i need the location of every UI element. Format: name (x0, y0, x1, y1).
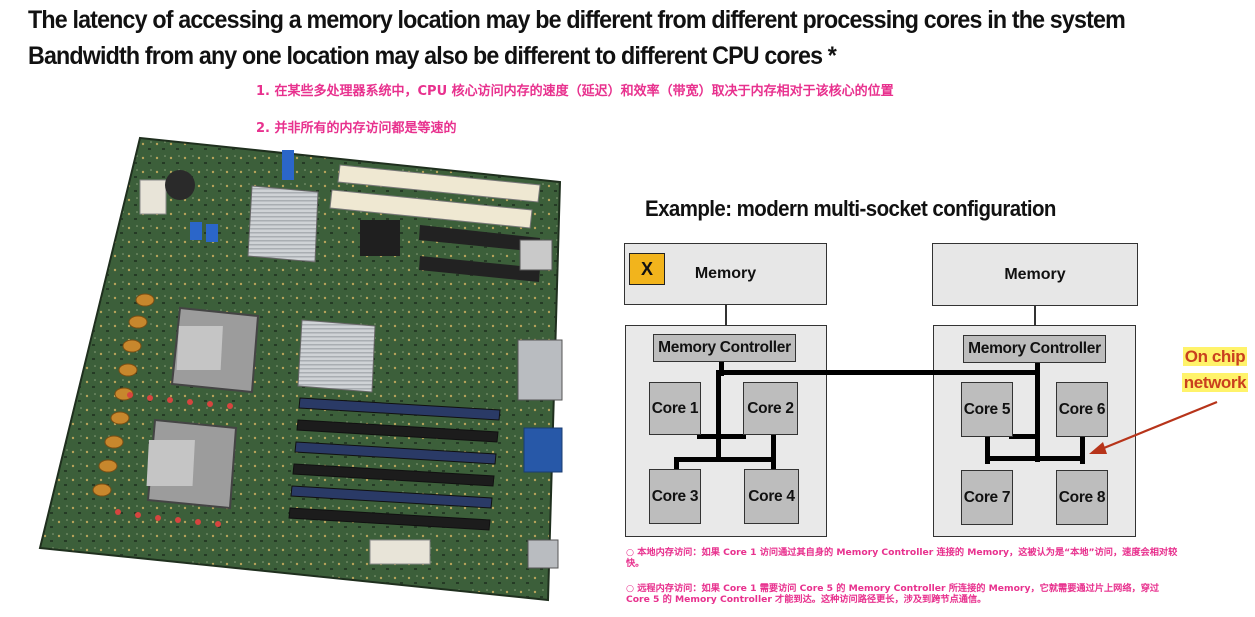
left-mc-label: Memory Controller (658, 339, 791, 356)
motherboard-photo (38, 136, 563, 602)
left-network-vertical (716, 370, 721, 462)
core-1: Core 1 (649, 382, 701, 435)
on-chip-network-callout: On chip network (1178, 344, 1252, 396)
core-6: Core 6 (1056, 382, 1108, 437)
callout-line-2: network (1181, 373, 1249, 392)
right-network-vertical (1035, 370, 1040, 462)
core-2-label: Core 2 (747, 399, 794, 417)
right-mc-label: Memory Controller (968, 340, 1101, 357)
on-chip-network-cross-link (719, 370, 1040, 375)
right-core5-link (985, 434, 990, 464)
right-network-horizontal (985, 456, 1085, 461)
note-1: 1. 在某些多处理器系统中，CPU 核心访问内存的速度（延迟）和效率（带宽）取决… (256, 84, 894, 99)
left-core2-link (716, 434, 746, 439)
left-core3-link (674, 457, 679, 469)
left-core1-link (697, 434, 721, 439)
core-3-label: Core 3 (651, 487, 699, 505)
x-marker: X (629, 253, 665, 285)
title-line-1: The latency of accessing a memory locati… (28, 6, 1126, 34)
core-6-label: Core 6 (1058, 400, 1106, 418)
core-7-label: Core 7 (963, 488, 1011, 506)
left-network-horizontal (674, 457, 776, 462)
right-memory-link (1034, 306, 1036, 326)
right-memory-label: Memory (1004, 265, 1066, 283)
core-4-label: Core 4 (748, 487, 795, 505)
note-2: 2. 并非所有的内存访问都是等速的 (256, 121, 457, 136)
title-line-2: Bandwidth from any one location may also… (28, 42, 837, 70)
callout-line-1: On chip (1182, 347, 1248, 366)
right-core5-stub (1009, 434, 1039, 439)
left-core4-link (771, 434, 776, 469)
core-5-label: Core 5 (963, 400, 1011, 418)
bottom-note-local: ○ 本地内存访问：如果 Core 1 访问通过其自身的 Memory Contr… (626, 547, 1178, 569)
core-8: Core 8 (1056, 470, 1108, 525)
right-mc-stem (1035, 362, 1040, 376)
right-memory-controller: Memory Controller (963, 335, 1106, 363)
core-1-label: Core 1 (651, 399, 699, 417)
core-8-label: Core 8 (1058, 488, 1106, 506)
core-4: Core 4 (744, 469, 799, 524)
left-memory-label: Memory (694, 265, 757, 282)
bottom-note-remote: ○ 远程内存访问：如果 Core 1 需要访问 Core 5 的 Memory … (626, 583, 1160, 605)
core-3: Core 3 (649, 469, 701, 524)
right-core6-link (1080, 434, 1085, 464)
callout-arrow-icon (1089, 400, 1218, 454)
core-7: Core 7 (961, 470, 1013, 525)
left-mc-stem (719, 362, 724, 376)
right-memory-box: Memory (932, 243, 1138, 306)
core-5: Core 5 (961, 382, 1013, 437)
example-title: Example: modern multi-socket configurati… (645, 196, 1056, 221)
core-2: Core 2 (743, 382, 798, 435)
left-memory-controller: Memory Controller (653, 334, 796, 362)
left-memory-link (725, 303, 727, 325)
